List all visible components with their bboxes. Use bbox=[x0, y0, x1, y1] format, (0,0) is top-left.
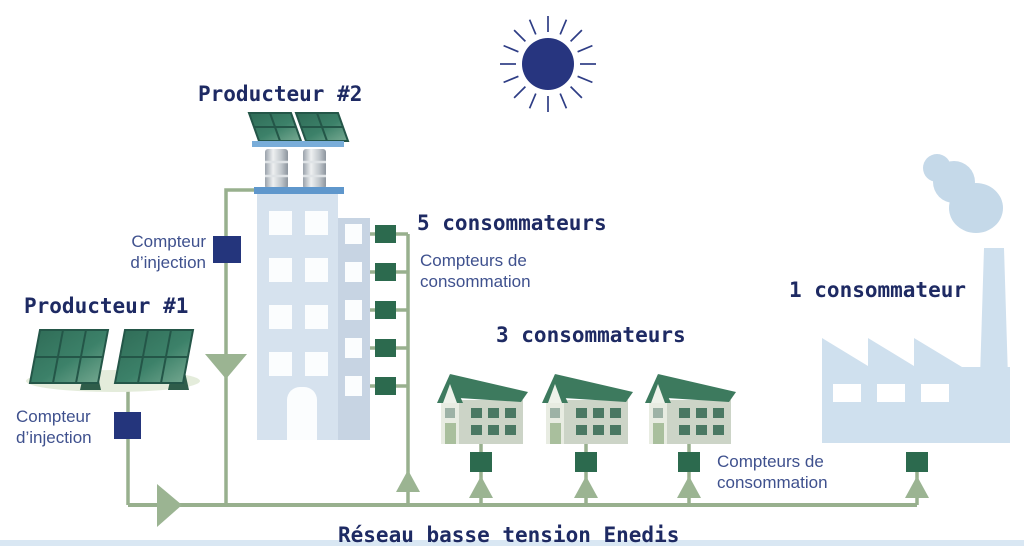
line-producer2 bbox=[224, 188, 258, 505]
flow-arrow-down bbox=[205, 354, 247, 379]
consumption-meter-building-5 bbox=[375, 377, 396, 395]
flow-arrow-up-factory bbox=[905, 476, 929, 498]
consumption-meter-house-3 bbox=[678, 452, 700, 472]
consumption-meter-building-4 bbox=[375, 339, 396, 357]
injection-meter-producer1 bbox=[114, 412, 141, 439]
factory-icon bbox=[822, 154, 1010, 443]
network-label: Réseau basse tension Enedis bbox=[338, 523, 680, 546]
bottom-edge-strip bbox=[0, 540, 1024, 546]
house-icon bbox=[437, 374, 528, 444]
flow-arrows bbox=[157, 354, 929, 527]
house-icon bbox=[542, 374, 633, 444]
roof-strip bbox=[254, 187, 344, 194]
water-tanks bbox=[265, 149, 326, 189]
consumption-meter-factory bbox=[906, 452, 928, 472]
consumers5-label: 5 consommateurs bbox=[417, 211, 607, 235]
flow-arrow-up-house2 bbox=[574, 476, 598, 498]
smoke-cloud bbox=[923, 154, 1003, 233]
injection-meter-producer2 bbox=[213, 236, 241, 263]
consumption-meter-house-2 bbox=[575, 452, 597, 472]
flow-arrow-right bbox=[157, 484, 182, 527]
houses bbox=[437, 374, 736, 444]
building-windows bbox=[269, 211, 362, 396]
solar-panels-producer2 bbox=[247, 112, 350, 142]
flow-arrow-up-building bbox=[396, 470, 420, 492]
consumption-meter-building-1 bbox=[375, 225, 396, 243]
factory-windows bbox=[833, 384, 949, 402]
consumption-meters-label-building: Compteurs de consommation bbox=[420, 251, 531, 292]
sun-icon bbox=[500, 16, 596, 112]
apartment-building bbox=[247, 112, 370, 440]
solar-panels-producer1 bbox=[26, 329, 200, 392]
flow-arrow-up-house3 bbox=[677, 476, 701, 498]
consumption-meter-building-2 bbox=[375, 263, 396, 281]
house-icon bbox=[645, 374, 736, 444]
consumption-meters-label-houses: Compteurs de consommation bbox=[717, 452, 828, 493]
consumer1-label: 1 consommateur bbox=[789, 278, 967, 302]
flow-arrow-up-house1 bbox=[469, 476, 493, 498]
consumption-meter-house-1 bbox=[470, 452, 492, 472]
consumption-meter-building-3 bbox=[375, 301, 396, 319]
injection-meter-label-producer2: Compteur d’injection bbox=[130, 232, 206, 273]
producer2-label: Producteur #2 bbox=[198, 82, 363, 106]
consumers3-label: 3 consommateurs bbox=[496, 323, 686, 347]
panel-mount-strip bbox=[252, 141, 344, 147]
injection-meter-label-producer1: Compteur d’injection bbox=[16, 407, 92, 448]
producer1-label: Producteur #1 bbox=[24, 294, 189, 318]
building-door bbox=[287, 387, 317, 440]
